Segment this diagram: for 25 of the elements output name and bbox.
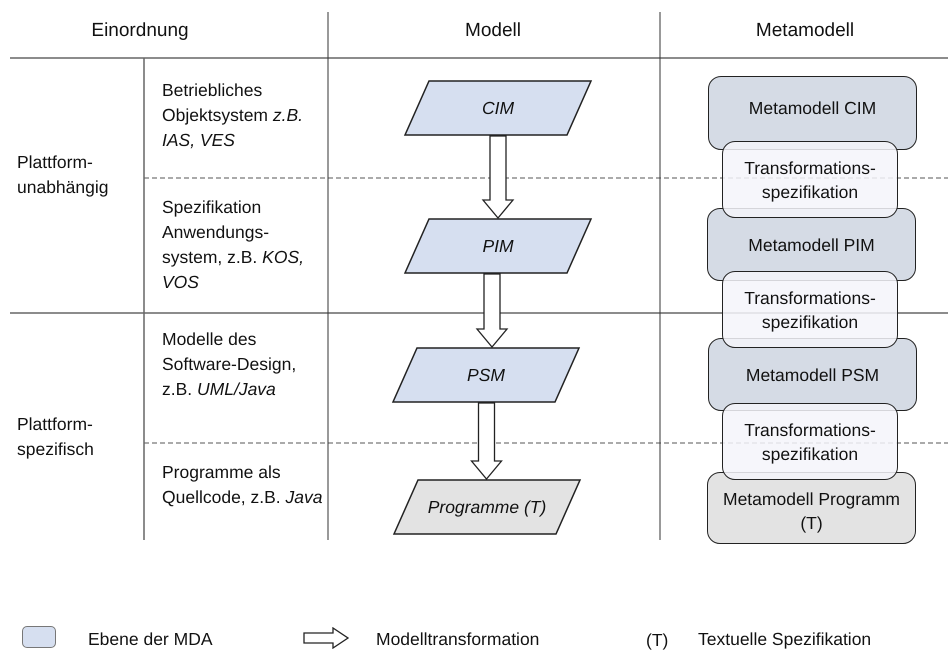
metamodel-box: Metamodell Programm (T)	[707, 472, 916, 544]
column-header: Metamodell	[754, 19, 856, 43]
model-parallelogram: Programme (T)	[394, 480, 580, 534]
row-group-text: Plattform-spezifisch	[17, 413, 95, 461]
cell-text: Spezifikation Anwendungs-system, z.B. KOS, VOS	[162, 196, 305, 294]
transformation-arrow	[470, 402, 503, 480]
transformation-box: Transformations-spezifikation	[722, 141, 898, 218]
transformation-arrow	[482, 135, 514, 220]
transformation-box: Transformations-spezifikation	[722, 271, 898, 348]
legend-text: Modelltransformation	[376, 628, 540, 650]
cell-text: Programme als Quellcode, z.B. Java	[162, 461, 324, 509]
transformation-arrow	[476, 273, 508, 348]
legend-symbol: (T)	[646, 629, 670, 652]
model-parallelogram: PSM	[393, 348, 579, 402]
legend-text: Ebene der MDA	[88, 628, 213, 650]
legend-text: Textuelle Spezifikation	[698, 628, 872, 650]
model-parallelogram: PIM	[405, 219, 591, 273]
model-parallelogram: CIM	[405, 81, 591, 135]
column-header: Modell	[464, 19, 522, 43]
transformation-box: Transformations-spezifikation	[722, 403, 898, 480]
cell-text: Modelle des Software-Design, z.B. UML/Java	[162, 328, 298, 401]
cell-text: Betriebliches Objektsystem z.B. IAS, VES	[162, 79, 304, 152]
metamodel-box: Metamodell CIM	[708, 76, 917, 150]
column-header: Einordnung	[90, 19, 190, 43]
row-group-text: Plattform-unabhängig	[17, 151, 110, 199]
